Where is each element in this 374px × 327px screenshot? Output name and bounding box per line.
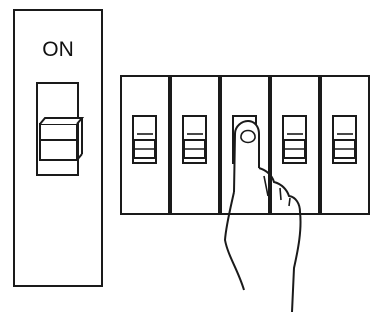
breaker-2-lever[interactable] [183, 116, 206, 163]
hand-knuckle-lines [264, 176, 290, 206]
main-switch-label: ON [42, 38, 74, 61]
hand-wrist-left [225, 192, 244, 290]
main-switch-lever[interactable] [40, 118, 82, 160]
breaker-5-lever[interactable] [333, 116, 356, 163]
breaker-row [121, 76, 369, 214]
hand-fingernail [241, 131, 255, 143]
breaker-2[interactable] [171, 76, 219, 214]
breaker-4-lever[interactable] [283, 116, 306, 163]
hand-palm-outline [259, 168, 301, 312]
breaker-4[interactable] [271, 76, 319, 214]
hand [225, 121, 301, 312]
breaker-5[interactable] [321, 76, 369, 214]
breaker-1-lever[interactable] [133, 116, 156, 163]
breaker-1[interactable] [121, 76, 169, 214]
main-switch[interactable]: ON [14, 10, 102, 286]
